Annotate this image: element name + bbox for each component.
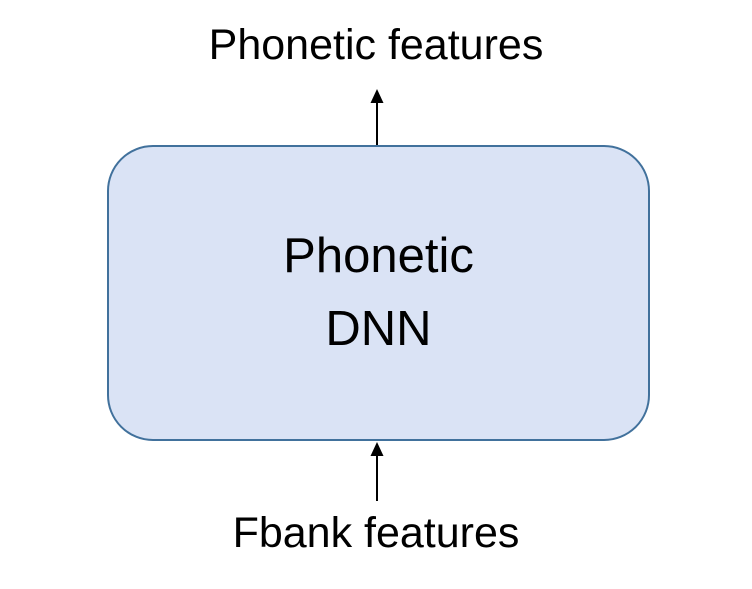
box-title-line1: Phonetic — [283, 229, 474, 283]
box-title-line2: DNN — [325, 302, 432, 356]
phonetic-features-label: Phonetic features — [208, 21, 544, 69]
fbank-features-label: Fbank features — [232, 509, 520, 557]
up-arrow-icon — [370, 442, 384, 501]
up-arrow-icon — [370, 89, 384, 146]
phonetic-dnn-box: Phonetic DNN — [107, 145, 650, 441]
